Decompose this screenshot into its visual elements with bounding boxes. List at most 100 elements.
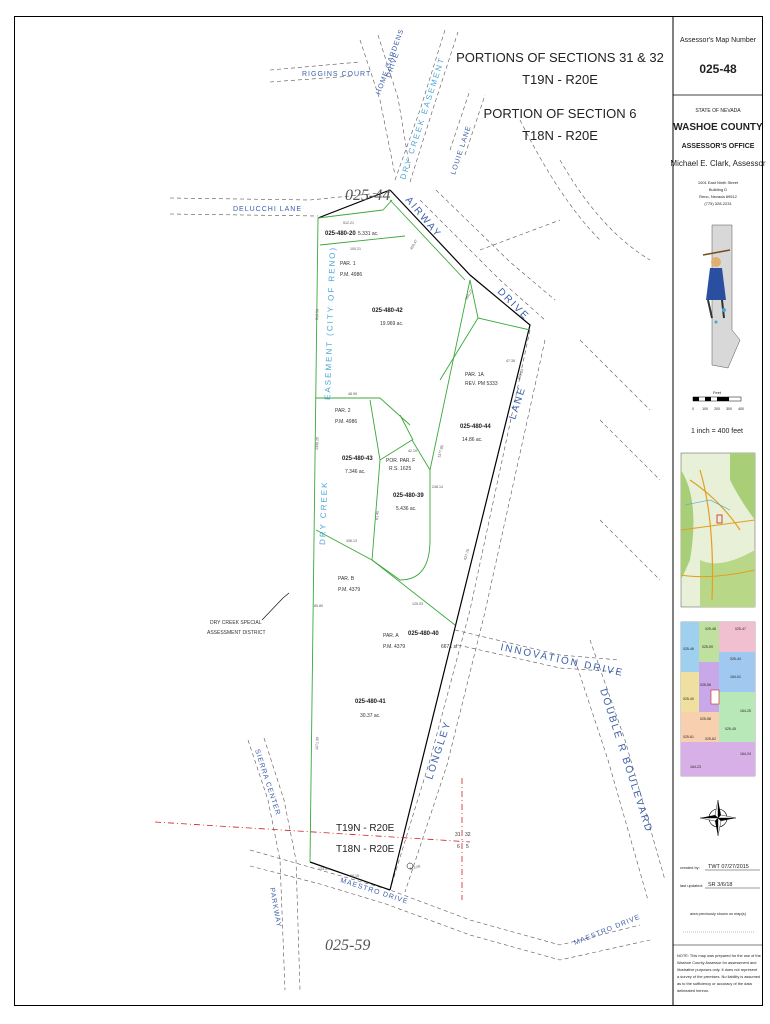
street-easement-city: EASEMENT (CITY OF RENO): [323, 246, 337, 400]
svg-text:133.59: 133.59: [318, 867, 329, 871]
street-longley: LONGLEY: [424, 719, 453, 781]
svg-text:200: 200: [714, 407, 720, 411]
ref-porparf: POR. PAR. F: [386, 458, 415, 464]
parcel-apn-43: 025-480-43: [342, 456, 373, 462]
ref-parb: PAR. B: [338, 576, 355, 582]
street-dry-creek-easement-top: DRY CREEK EASEMENT: [398, 56, 446, 181]
street-delucchi: DELUCCHI LANE: [233, 206, 302, 213]
sec-32: 32: [465, 832, 471, 838]
svg-text:164-01: 164-01: [730, 675, 741, 679]
svg-text:98.15: 98.15: [350, 874, 359, 878]
phone: (775) 328-2231: [704, 201, 732, 206]
assessor-label: Michael E. Clark, Assessor: [670, 159, 765, 168]
scale-text: 1 inch = 400 feet: [691, 428, 743, 435]
svg-text:025-56: 025-56: [700, 683, 711, 687]
svg-text:369.13: 369.13: [517, 369, 524, 381]
street-louie: LOUIE LANE: [450, 125, 472, 176]
disclaimer-note: NOTE: This map was prepared for the use …: [677, 953, 761, 993]
sec-31: 31: [455, 832, 461, 838]
prev-shown: area previously shown on map(s): [690, 912, 747, 916]
map-number-label: Assessor's Map Number: [680, 37, 757, 44]
compass-rose-icon: [699, 799, 737, 837]
svg-text:025-46: 025-46: [683, 647, 694, 651]
svg-text:1377.85: 1377.85: [437, 445, 444, 459]
parcel-area-40: 6671 sf: [441, 644, 458, 650]
ref-revpm: REV. PM 5333: [465, 381, 498, 387]
svg-text:164-24: 164-24: [740, 752, 751, 756]
created-value: TWT 07/27/2015: [708, 864, 749, 870]
svg-text:1071.39: 1071.39: [315, 737, 319, 750]
township-north: T19N - R20E: [336, 823, 395, 834]
title-line2: T19N - R20E: [522, 72, 598, 87]
svg-text:025-40: 025-40: [683, 697, 694, 701]
scale-ticks: 0 100 200 300 400: [692, 407, 744, 411]
svg-text:400: 400: [738, 407, 744, 411]
address3: Reno, Nevada 89512: [699, 194, 738, 199]
ref-rs: R.S. 1625: [389, 466, 411, 472]
map-frame: [14, 16, 763, 1006]
street-riggins: RIGGINS COURT: [302, 71, 371, 78]
adjacent-map-north: 025-44: [345, 187, 390, 204]
adjacent-map-south: 025-59: [325, 937, 370, 954]
sec-5: 5: [466, 844, 469, 850]
township-south: T18N - R20E: [336, 844, 395, 855]
svg-text:delineated hereon.: delineated hereon.: [677, 988, 709, 993]
svg-text:248.14: 248.14: [432, 485, 443, 489]
parcel-apn-41: 025-480-41: [355, 699, 386, 705]
ref-pm4379b: P.M. 4379: [383, 644, 405, 650]
parcel-area-20: 5.331 ac.: [358, 231, 379, 237]
street-innovation: INNOVATION DRIVE: [499, 642, 625, 679]
svg-text:627.78: 627.78: [463, 549, 470, 561]
street-airway-drive: DRIVE: [495, 286, 531, 322]
svg-text:a survey of the premises. No l: a survey of the premises. No liability i…: [677, 974, 760, 979]
address1: 1001 East Ninth Street: [698, 180, 739, 185]
survey-marker: [406, 862, 414, 870]
parcel-apn-44: 025-480-44: [460, 424, 491, 430]
ref-par2: PAR. 2: [335, 408, 351, 414]
parcel-apn-42: 025-480-42: [372, 308, 403, 314]
nevada-logo-icon: [702, 224, 741, 369]
ref-pm4986a: P.M. 4986: [340, 272, 362, 278]
svg-text:85.80: 85.80: [314, 604, 323, 608]
svg-text:48.99: 48.99: [348, 392, 357, 396]
street-dry-creek: DRY CREEK: [318, 480, 329, 545]
svg-text:300: 300: [726, 407, 732, 411]
svg-text:025-58: 025-58: [700, 717, 711, 721]
svg-text:436.13: 436.13: [346, 539, 357, 543]
svg-text:025-48: 025-48: [705, 627, 716, 631]
title-line1: PORTIONS OF SECTIONS 31 & 32: [456, 50, 664, 65]
parcel-area-42: 19.969 ac.: [380, 321, 403, 327]
svg-text:613.09: 613.09: [409, 864, 421, 871]
street-maestro-2: MAESTRO DRIVE: [573, 914, 641, 947]
svg-text:47.38: 47.38: [506, 359, 515, 363]
index-map: 025-48 025-47 025-46 025-59 025-44 164-2…: [680, 621, 756, 777]
svg-text:100: 100: [702, 407, 708, 411]
svg-text:Washoe County Assessor for ass: Washoe County Assessor for assessment an…: [677, 960, 756, 965]
svg-text:025-47: 025-47: [735, 627, 746, 631]
ref-par1a: PAR. 1A: [465, 372, 484, 378]
vicinity-map: [680, 452, 756, 608]
created-label: created by:: [680, 865, 700, 870]
parcel-area-41: 30.37 ac.: [360, 713, 381, 719]
ref-pm4379a: P.M. 4379: [338, 587, 360, 593]
parcel-apn-20: 025-480-20: [325, 231, 356, 237]
map-number: 025-48: [699, 62, 737, 76]
svg-text:1336.20: 1336.20: [315, 437, 319, 450]
street-double-r: DOUBLE R BOULEVARD: [597, 688, 654, 835]
parcel-boundary: [309, 189, 531, 891]
svg-text:100.21: 100.21: [350, 247, 361, 251]
dimension-labels: 512.21 100.21 48.99 813.56 1336.20 436.1…: [314, 221, 524, 878]
parcel-area-43: 7.346 ac.: [345, 469, 366, 475]
scale-unit: Feet: [713, 390, 722, 395]
svg-text:395.27: 395.27: [464, 289, 473, 301]
svg-text:0: 0: [692, 407, 694, 411]
svg-text:025-45: 025-45: [725, 727, 736, 731]
svg-text:125.03: 125.03: [412, 602, 423, 606]
title-line4: T18N - R20E: [522, 128, 598, 143]
title-line3: PORTION OF SECTION 6: [484, 106, 637, 121]
ref-par1: PAR. 1: [340, 261, 356, 267]
county-label: WASHOE COUNTY: [673, 122, 763, 133]
ref-para: PAR. A: [383, 633, 399, 639]
svg-text:illustrative purposes only. It: illustrative purposes only. It does not …: [677, 967, 758, 972]
